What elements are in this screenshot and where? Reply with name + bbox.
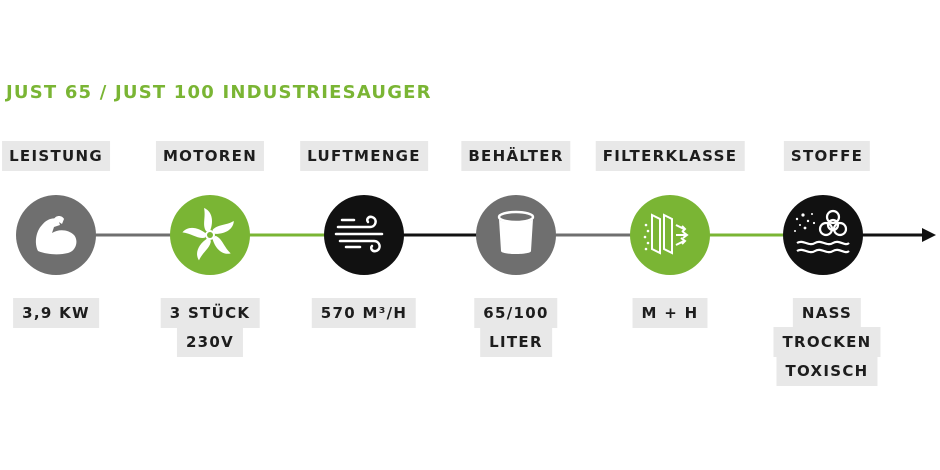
step-value-stoffe-2: TROCKEN (773, 327, 881, 357)
step-value-motoren-2: 230V (176, 327, 244, 357)
biohazard-icon (794, 209, 850, 254)
step-value-behaelter-1: 65/100 (474, 298, 558, 328)
step-circle-stoffe (783, 195, 863, 275)
step-circle-filterklasse (630, 195, 710, 275)
step-circle-motoren (170, 195, 250, 275)
step-circle-luftmenge (324, 195, 404, 275)
step-label-behaelter: BEHÄLTER (461, 141, 571, 171)
step-value-luftmenge-1: 570 M³/H (311, 298, 417, 328)
step-label-leistung: LEISTUNG (2, 141, 110, 171)
arrow-head-icon (922, 228, 936, 242)
container-icon (497, 210, 535, 254)
fan-icon (182, 208, 234, 261)
page-title: JUST 65 / JUST 100 INDUSTRIESAUGER (6, 82, 432, 103)
step-label-stoffe: STOFFE (783, 141, 871, 171)
step-value-stoffe-3: TOXISCH (776, 356, 878, 386)
muscle-arm-icon (35, 216, 77, 255)
step-circle-leistung (16, 195, 96, 275)
step-label-luftmenge: LUFTMENGE (300, 141, 428, 171)
step-label-filterklasse: FILTERKLASSE (595, 141, 745, 171)
wind-icon (334, 215, 384, 253)
step-circle-behaelter (476, 195, 556, 275)
step-value-filterklasse-1: M + H (632, 298, 708, 328)
step-value-leistung-1: 3,9 KW (13, 298, 99, 328)
step-value-behaelter-2: LITER (480, 327, 552, 357)
filter-icon (643, 213, 689, 255)
step-value-stoffe-1: NASS (792, 298, 862, 328)
step-label-motoren: MOTOREN (155, 141, 265, 171)
step-value-motoren-1: 3 STÜCK (160, 298, 260, 328)
